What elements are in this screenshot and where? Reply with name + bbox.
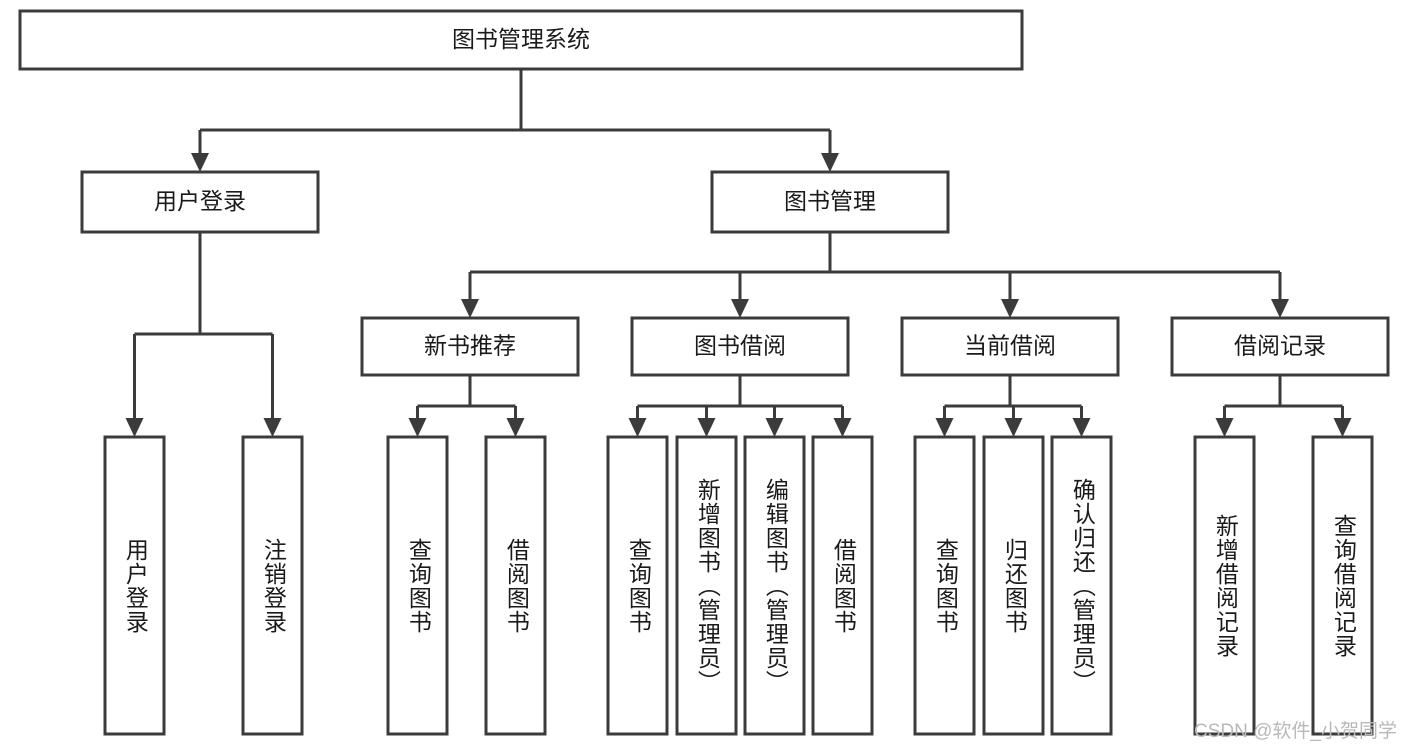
arrow-head-to-leaf-return-book <box>1004 418 1023 437</box>
arrow-head-to-leaf-add-record <box>1215 418 1234 437</box>
node-root-label: 图书管理系统 <box>452 26 590 52</box>
node-leaf-user-login-box[interactable] <box>103 435 166 736</box>
arrow-head-to-new-book-rec <box>461 299 479 318</box>
arrow-head-to-leaf-borrow-book-1 <box>506 418 525 437</box>
node-current-borrow-label: 当前借阅 <box>964 333 1056 359</box>
node-new-book-rec-box[interactable] <box>360 316 580 377</box>
node-leaf-borrow-book-2-box[interactable] <box>811 435 874 736</box>
arrow-head-to-leaf-edit-book <box>765 418 784 437</box>
node-leaf-borrow-book-1-box[interactable] <box>484 435 547 736</box>
arrow-head-to-leaf-add-book <box>697 418 716 437</box>
arrow-head-to-leaf-query-record <box>1333 418 1352 437</box>
node-leaf-add-book-box[interactable] <box>675 435 738 736</box>
node-box-layer <box>18 9 1390 736</box>
node-borrow-record-box[interactable] <box>1170 316 1390 377</box>
node-leaf-return-book-box[interactable] <box>982 435 1045 736</box>
arrow-head-to-leaf-user-logout <box>263 418 282 437</box>
csdn-watermark: CSDN @软件_小贺同学 <box>1194 721 1397 742</box>
node-book-borrow-box[interactable] <box>630 316 850 377</box>
node-user-login-label: 用户登录 <box>154 188 246 214</box>
node-root-box[interactable] <box>18 9 1024 71</box>
connector-layer <box>125 69 1352 437</box>
node-book-manage-box[interactable] <box>710 170 950 234</box>
node-leaf-edit-book-box[interactable] <box>743 435 806 736</box>
node-leaf-query-book-3-box[interactable] <box>913 435 976 736</box>
node-book-manage-label: 图书管理 <box>784 188 876 214</box>
node-leaf-query-book-1-box[interactable] <box>386 435 449 736</box>
arrow-head-to-current-borrow <box>1001 299 1019 318</box>
arrow-head-to-user-login <box>191 153 209 172</box>
node-borrow-record-label: 借阅记录 <box>1234 333 1326 359</box>
node-leaf-add-record-box[interactable] <box>1193 435 1256 736</box>
node-current-borrow-box[interactable] <box>900 316 1120 377</box>
node-leaf-user-logout-box[interactable] <box>241 435 304 736</box>
arrow-head-to-leaf-borrow-book-2 <box>833 418 852 437</box>
arrow-head-to-leaf-query-book-2 <box>628 418 647 437</box>
node-leaf-confirm-return-box[interactable] <box>1050 435 1113 736</box>
node-leaf-query-book-2-box[interactable] <box>606 435 669 736</box>
arrow-head-to-leaf-query-book-3 <box>935 418 954 437</box>
arrow-head-to-book-manage <box>821 153 839 172</box>
arrow-head-to-borrow-record <box>1271 299 1289 318</box>
node-leaf-query-record-box[interactable] <box>1311 435 1374 736</box>
node-user-login-box[interactable] <box>80 170 320 234</box>
node-new-book-rec-label: 新书推荐 <box>424 333 516 359</box>
node-book-borrow-label: 图书借阅 <box>694 333 786 359</box>
arrow-head-to-leaf-confirm-return <box>1072 418 1091 437</box>
arrow-head-to-book-borrow <box>731 299 749 318</box>
arrow-head-to-leaf-query-book-1 <box>408 418 427 437</box>
arrow-head-to-leaf-user-login <box>125 418 144 437</box>
